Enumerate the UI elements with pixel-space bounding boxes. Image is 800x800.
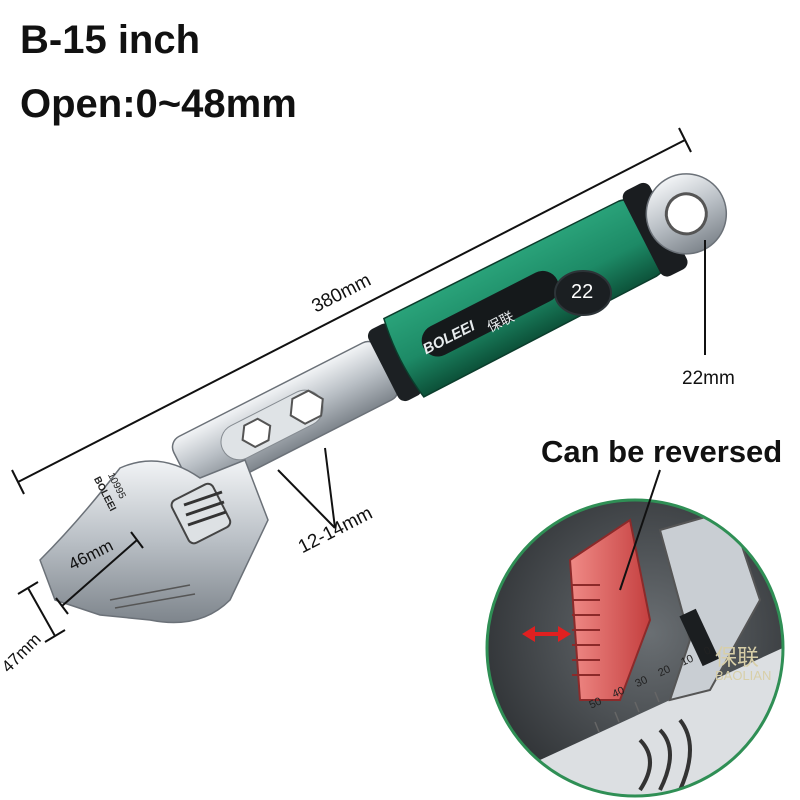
size-badge: [554, 270, 612, 316]
hex-hole-pointer: [277, 447, 336, 529]
callout-brand-cn: 保联: [715, 646, 760, 671]
wrench: [39, 173, 728, 624]
hex-hole-large: [289, 389, 324, 425]
hex-hole-small: [241, 417, 272, 449]
length-dimension: [11, 127, 692, 495]
callout-brand-en: BAOLIAN: [715, 668, 772, 683]
jaw-width-dimension: [17, 581, 66, 643]
opening-range: Open:0~48mm: [20, 82, 297, 126]
box-end-size-label: 22mm: [682, 368, 735, 389]
size-badge-label: 22: [571, 281, 594, 303]
reversible-jaw-callout: [485, 469, 785, 798]
product-title: B-15 inch: [20, 18, 201, 62]
double-arrow-icon: [522, 626, 571, 642]
jaw-depth-dimension: [55, 531, 144, 615]
reversible-caption: Can be reversed: [541, 434, 783, 469]
